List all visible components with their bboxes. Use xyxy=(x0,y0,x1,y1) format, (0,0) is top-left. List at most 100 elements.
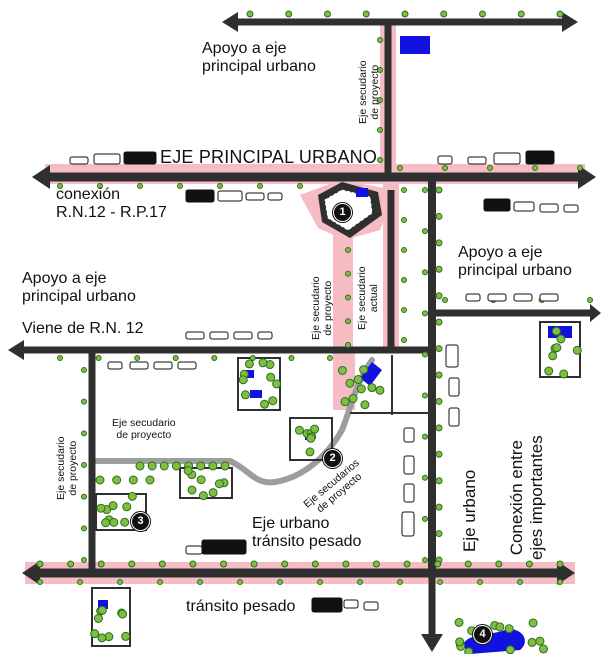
tree-icon xyxy=(422,474,428,481)
tree-icon xyxy=(464,560,472,568)
tree-icon xyxy=(117,579,123,585)
tree-icon xyxy=(147,461,157,471)
label-apoyo-left: Apoyo a eje principal urbano xyxy=(22,270,136,307)
tree-icon xyxy=(187,485,197,495)
tree-icon xyxy=(544,366,554,376)
tree-icon xyxy=(401,307,407,313)
tree-icon xyxy=(345,318,351,325)
arrow-left-icon xyxy=(8,340,24,360)
tree-icon xyxy=(183,466,193,476)
arrow-left-icon xyxy=(32,165,50,189)
car-icon xyxy=(209,331,229,340)
label-line: Apoyo a eje xyxy=(22,270,107,287)
tree-icon xyxy=(172,355,179,361)
block-outline xyxy=(289,417,333,461)
car-icon xyxy=(513,293,533,302)
truck-icon xyxy=(123,151,157,165)
label-line: Apoyo a eje xyxy=(458,244,543,261)
label-line: principal urbano xyxy=(22,288,136,306)
label-line: de proyecto xyxy=(321,280,334,336)
tree-icon xyxy=(525,560,533,568)
tree-icon xyxy=(220,461,230,471)
tree-icon xyxy=(551,326,561,336)
tree-icon xyxy=(118,609,128,619)
tree-icon xyxy=(517,10,525,18)
label-transito-pesado: tránsito pesado xyxy=(186,598,296,615)
tree-icon xyxy=(357,579,363,585)
tree-icon xyxy=(435,318,443,326)
tree-icon xyxy=(189,560,197,568)
tree-icon xyxy=(250,560,258,568)
car-icon xyxy=(363,601,379,611)
label-apoyo-top: Apoyo a eje principal urbano xyxy=(202,40,316,77)
tree-icon xyxy=(127,491,137,501)
tree-icon xyxy=(36,560,44,568)
tree-icon xyxy=(288,355,295,361)
tree-icon xyxy=(211,355,218,361)
tree-icon xyxy=(477,579,483,585)
tree-icon xyxy=(266,372,276,382)
label-line: Eje secudario xyxy=(356,266,368,330)
tree-icon xyxy=(237,579,243,585)
tree-icon xyxy=(128,475,138,485)
tree-icon xyxy=(548,351,558,361)
label-line: de proyecto xyxy=(368,64,381,120)
tree-icon xyxy=(422,228,428,235)
tree-icon xyxy=(577,165,583,171)
label-line: Eje secudario xyxy=(310,276,322,340)
truck-icon xyxy=(311,597,343,613)
tree-icon xyxy=(345,247,351,253)
building-icon xyxy=(356,188,368,197)
tree-icon xyxy=(435,397,443,405)
tree-icon xyxy=(401,277,407,283)
truck-icon xyxy=(525,150,555,165)
tree-icon xyxy=(435,239,443,247)
vehicles xyxy=(69,150,579,613)
tree-icon xyxy=(238,375,248,385)
tree-icon xyxy=(359,365,369,375)
tree-icon xyxy=(442,165,448,171)
tree-icon xyxy=(435,345,443,353)
car-icon xyxy=(343,599,359,609)
main-roads xyxy=(20,18,595,640)
tree-icon xyxy=(342,560,350,568)
tree-icon xyxy=(246,10,254,18)
car-icon xyxy=(465,293,481,302)
label-line: R.N.12 - R.P.17 xyxy=(56,204,167,222)
label-line: de proyecto xyxy=(116,428,172,441)
car-icon xyxy=(437,155,453,165)
car-icon xyxy=(129,361,149,370)
tree-icon xyxy=(348,394,358,404)
car-icon xyxy=(448,377,460,397)
tree-icon xyxy=(538,644,548,654)
label-conexion-vertical: Conexión entre ejes importantes xyxy=(507,435,546,560)
tree-icon xyxy=(81,525,87,532)
car-icon xyxy=(493,152,521,165)
tree-icon xyxy=(487,165,493,171)
tree-icon xyxy=(137,183,143,189)
tree-icon xyxy=(257,183,263,189)
tree-icon xyxy=(572,345,582,355)
arrow-left-icon xyxy=(222,12,238,32)
tree-icon xyxy=(435,530,443,538)
tree-icon xyxy=(422,351,428,358)
tree-icon xyxy=(345,270,351,277)
tree-icon xyxy=(311,560,319,568)
tree-icon xyxy=(375,385,385,395)
arrow-right-icon xyxy=(578,165,596,189)
tree-icon xyxy=(305,447,315,457)
building-icon xyxy=(360,362,382,386)
car-icon xyxy=(563,204,579,213)
label-apoyo-right: Apoyo a eje principal urbano xyxy=(458,244,572,281)
tree-icon xyxy=(377,37,383,43)
label-conexion: conexión R.N.12 - R.P.17 xyxy=(56,186,167,223)
tree-icon xyxy=(197,579,203,585)
label-eje-urbano-vertical: Eje urbano xyxy=(460,469,479,552)
tree-icon xyxy=(159,461,169,471)
label-sec-curve: Eje secudario de proyecto xyxy=(112,417,176,441)
car-icon xyxy=(403,427,415,443)
tree-icon xyxy=(345,294,351,301)
tree-icon xyxy=(67,560,75,568)
tree-icon xyxy=(367,383,377,393)
label-sec-actual: Eje secudario actual xyxy=(356,266,380,330)
